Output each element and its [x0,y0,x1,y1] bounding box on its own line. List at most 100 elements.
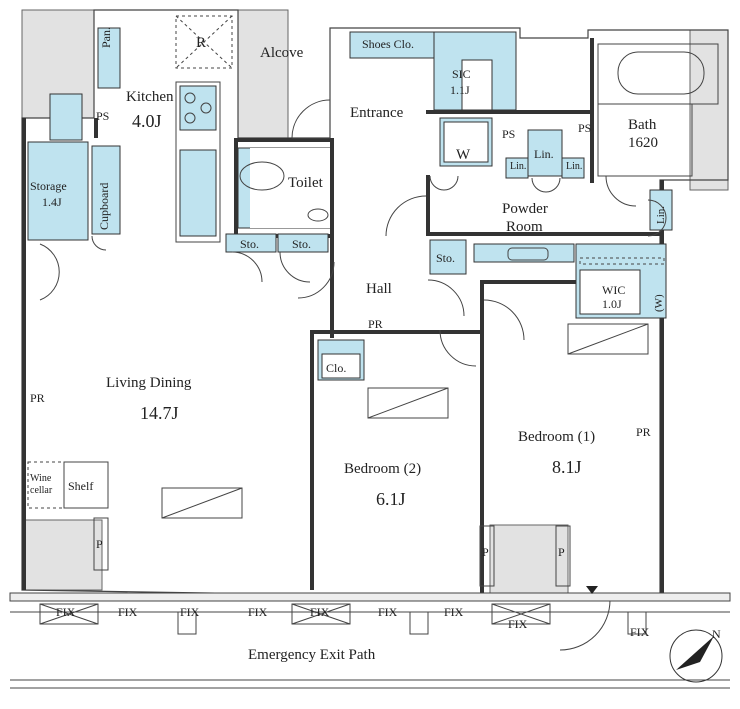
shoes-closet-label: Shoes Clo. [362,37,415,51]
sto-left [225,233,277,253]
wic-label: WIC [602,283,626,297]
shelf [63,461,109,509]
sto-right [277,233,329,253]
burner-icon [184,112,196,124]
fix-label: FIX [180,605,200,619]
bath-room [597,103,693,177]
linen-small-right [561,157,585,179]
bedroom2-label: Bedroom (2) [344,461,422,477]
wine-cellar-label-2: cellar [30,485,53,496]
linen-small-right-label: Lin. [566,161,583,172]
column-top-mid [237,9,289,139]
bathtub-inner [617,51,705,95]
fix-label: FIX [56,605,76,619]
kitchen-sink [179,149,217,237]
wine-cellar-label-1: Wine [30,473,52,484]
pr-living: PR [30,391,45,405]
outer-wall-thick [22,118,26,590]
wic-area: 1.0J [602,297,622,311]
column-bottom-left [21,519,103,591]
toilet-bowl-icon [239,161,285,191]
powder-room-label-2: Room [506,219,543,235]
living-dining-area: 14.7J [140,403,179,423]
wic-top-bar [579,257,665,265]
linen-center [527,129,563,177]
hand-basin-icon [307,208,329,222]
kitchen-counter [175,81,221,243]
fix-label: FIX [248,605,268,619]
bedroom2-area: 6.1J [376,489,406,509]
ps-bath: PS [578,121,592,135]
cupboard-label: Cupboard [97,182,111,230]
fix-label: FIX [378,605,398,619]
fix-label: FIX [444,605,464,619]
washer-label: W [456,147,471,163]
cooktop [179,85,217,131]
pipe-space [93,517,109,571]
hall-label: Hall [366,281,392,297]
ps-kitchen: PS [96,109,110,123]
fix-label: FIX [630,625,650,639]
north-label: N [712,627,721,641]
closet-bedroom2-inner [321,353,361,379]
triangle-down-icon [586,586,598,594]
ac-unit [161,487,243,519]
pr-hall: PR [368,317,383,331]
pantry-label: Pan. [99,27,113,48]
pipe-space [479,525,495,587]
linen-small-left-label: Lin. [510,161,527,172]
wic-inner [579,269,641,315]
ac-unit [567,323,649,355]
closet-label: Clo. [326,361,347,375]
sto-right-label: Sto. [292,237,312,251]
pr-bedroom1: PR [636,425,651,439]
cupboard [91,145,121,235]
sto-hall [429,239,467,275]
fix-windows [39,603,647,635]
doors [39,99,667,651]
p-mid-label: P [482,545,489,559]
burner-icon [200,102,212,114]
living-dining-label: Living Dining [106,375,192,391]
column-top-right [689,29,729,191]
ps-entrance: PS [502,127,516,141]
washer-inner [443,121,489,163]
storage-room [27,141,89,241]
sic-area: 1.1J [450,83,470,97]
vanity [473,243,575,263]
kitchen-area: 4.0J [132,111,162,131]
p-left-label: P [96,537,103,551]
refrigerator-label: R [196,35,207,51]
linen-small-left [505,157,529,179]
bath-label: Bath [628,117,657,133]
p-right-label: P [558,545,565,559]
bedroom1-area: 8.1J [552,457,582,477]
sto-left-label: Sto. [240,237,260,251]
fix-label: FIX [310,605,330,619]
wic-w-label: (W) [653,294,665,312]
shelf-label: Shelf [68,479,94,493]
fix-label: FIX [508,617,528,631]
fix-label: FIX [118,605,138,619]
storage-shelf [49,93,83,141]
storage-area: 1.4J [42,195,62,209]
entrance-label: Entrance [350,105,404,121]
sic-label: SIC [452,67,471,81]
linen-label: Lin. [534,147,554,161]
kitchen-label: Kitchen [126,89,174,105]
linen-right-label: Lin. [655,205,667,224]
sic-inner [461,59,493,111]
column-bottom-right [489,524,569,596]
pipe-space [555,525,571,587]
bath-size: 1620 [628,135,658,151]
balcony-rail [9,592,731,602]
shoes-closet [349,31,435,59]
pantry [97,27,121,89]
powder-room-label-1: Powder [502,201,548,217]
burner-icon [184,92,196,104]
bedroom1-label: Bedroom (1) [518,429,596,445]
vanity-basin [507,247,549,261]
toilet-label: Toilet [288,175,323,191]
ac-unit [367,387,449,419]
storage-label: Storage [30,179,67,193]
